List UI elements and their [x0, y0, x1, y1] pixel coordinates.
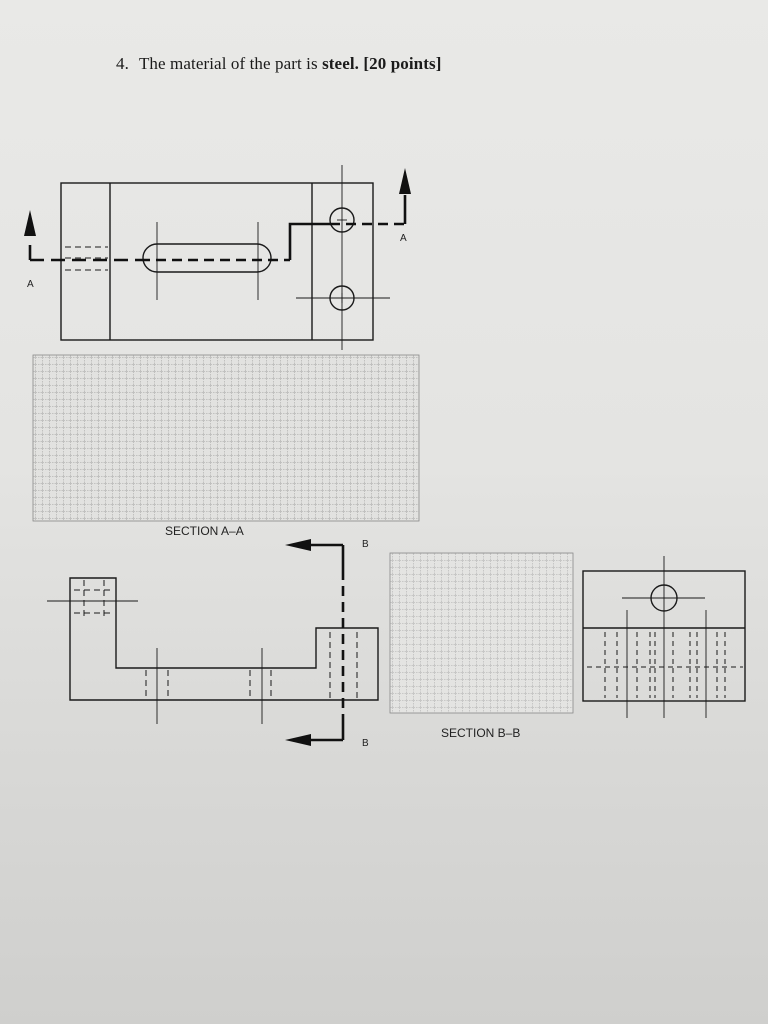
hole-centerlines [296, 165, 390, 350]
top-view [60, 165, 390, 350]
side-view-centerlines [622, 556, 707, 718]
label-a-right: A [400, 233, 407, 244]
top-view-hidden-lines [65, 246, 108, 271]
question-points: [20 points] [363, 54, 442, 73]
question-text: 4. The material of the part is steel. [20… [116, 54, 441, 74]
question-material: steel. [322, 54, 360, 73]
label-b-bottom: B [362, 738, 369, 749]
label-b-top: B [362, 539, 369, 550]
top-view-outline [60, 182, 374, 341]
side-view [582, 556, 746, 718]
top-view-slot [142, 243, 272, 273]
arrow-b-top [285, 539, 311, 551]
front-view-hidden-lines [74, 580, 358, 698]
cutting-plane-b [310, 543, 345, 742]
section-b-title: SECTION B–B [441, 726, 520, 740]
cutting-plane-a [28, 195, 407, 262]
arrow-b-bottom [285, 734, 311, 746]
section-a-title: SECTION A–A [165, 524, 244, 538]
question-prefix: The material of the part is [138, 54, 323, 73]
question-number: 4. [116, 54, 129, 73]
front-view [47, 577, 379, 724]
arrow-a-left [24, 210, 36, 236]
section-b-answer-grid[interactable] [389, 552, 574, 714]
label-a-left: A [27, 279, 34, 290]
front-view-outline [69, 577, 379, 701]
arrow-a-right [399, 168, 411, 194]
side-view-hidden-lines [587, 632, 743, 698]
front-view-centerlines [47, 600, 263, 724]
section-a-answer-grid[interactable] [32, 354, 420, 522]
